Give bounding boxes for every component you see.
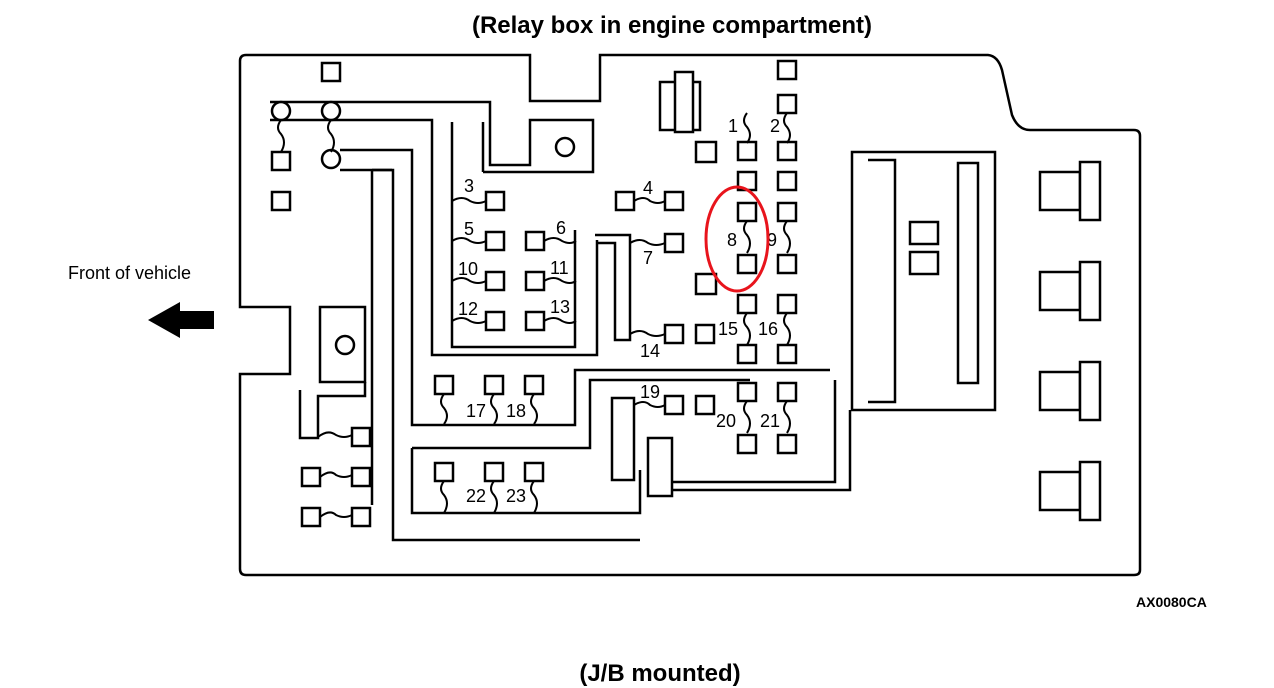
terminal-label-7: 7 xyxy=(643,248,653,268)
terminal-label-14: 14 xyxy=(640,341,660,361)
relay-blocks xyxy=(610,70,1102,522)
terminal-label-8: 8 xyxy=(727,230,737,250)
diagram-title: (Relay box in engine compartment) xyxy=(471,12,873,39)
terminal-label-2: 2 xyxy=(770,116,780,136)
busbar-channels xyxy=(270,100,997,542)
terminal-label-11: 11 xyxy=(550,258,569,278)
front-of-vehicle-label: Front of vehicle xyxy=(68,263,192,283)
terminal-label-5: 5 xyxy=(464,219,474,239)
terminal-label-10: 10 xyxy=(458,259,478,279)
terminal-label-4: 4 xyxy=(643,178,653,198)
terminal-label-19: 19 xyxy=(640,382,660,402)
terminal-label-16: 16 xyxy=(758,319,778,339)
terminal-label-9: 9 xyxy=(767,230,777,250)
mounting-hole xyxy=(334,334,356,356)
terminal-label-6: 6 xyxy=(556,218,566,238)
terminal-squares xyxy=(270,59,798,528)
terminal-label-20: 20 xyxy=(716,411,736,431)
terminal-label-13: 13 xyxy=(550,297,570,317)
figure-code: AX0080CA xyxy=(1136,594,1207,610)
relay-box-diagram: 1 2 3 4 5 6 7 8 9 10 11 12 13 14 15 16 1… xyxy=(148,53,1142,577)
relay-box-outline xyxy=(238,53,1142,577)
terminal-label-3: 3 xyxy=(464,176,474,196)
terminal-label-1: 1 xyxy=(728,116,738,136)
fuse-links xyxy=(277,112,791,518)
front-arrow-icon xyxy=(148,302,214,338)
terminal-label-18: 18 xyxy=(506,401,526,421)
terminal-label-23: 23 xyxy=(506,486,526,506)
terminal-label-15: 15 xyxy=(718,319,738,339)
terminal-label-12: 12 xyxy=(458,299,478,319)
terminal-label-22: 22 xyxy=(466,486,486,506)
mounting-hole xyxy=(554,136,576,158)
terminal-label-17: 17 xyxy=(466,401,486,421)
highlight-circle xyxy=(704,185,770,293)
terminal-label-21: 21 xyxy=(760,411,780,431)
